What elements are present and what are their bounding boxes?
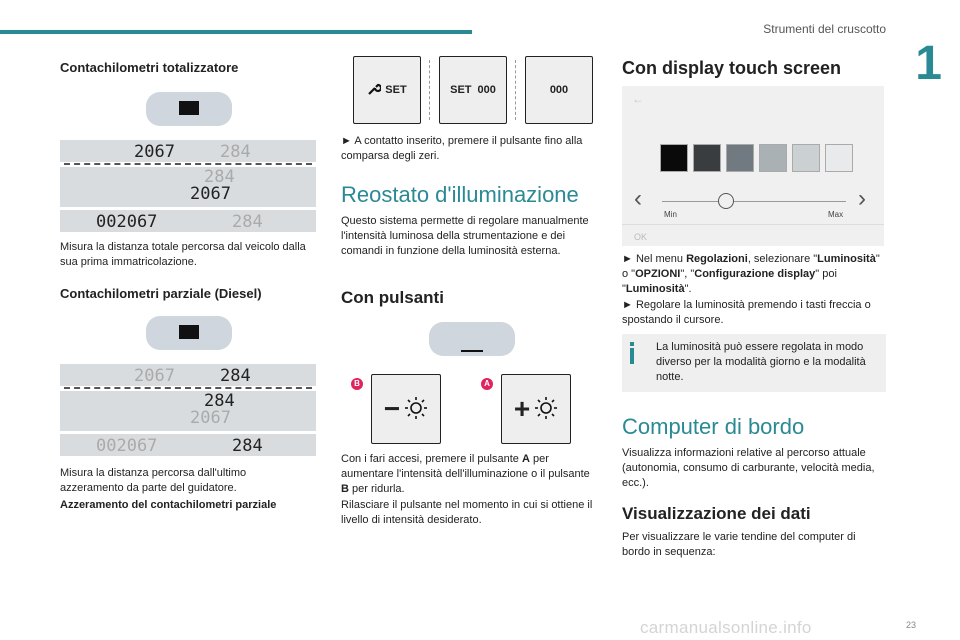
- touch-screen-illustration: ← ‹ › Min Max OK: [622, 86, 884, 246]
- trip-meter-description: Misura la distanza percorsa dall'ultimo …: [60, 467, 247, 494]
- info-icon-dot: [630, 342, 634, 346]
- odo-strip2-total: 2067: [190, 184, 231, 204]
- odo-strip1-total: 2067: [134, 142, 175, 162]
- trip-strip2-trip: 284: [204, 391, 235, 411]
- bright-button-a-icon: +: [501, 374, 571, 444]
- reset-instruction: ► A contatto inserito, premere il pulsan…: [341, 135, 583, 162]
- set-label: SET: [385, 84, 407, 96]
- section-title: Strumenti del cruscotto: [763, 22, 886, 36]
- info-icon: [630, 348, 634, 364]
- chevron-left-icon: ‹: [634, 185, 642, 212]
- data-display-description: Per visualizzare le varie tendine del co…: [622, 531, 856, 558]
- divider: [622, 224, 884, 225]
- header-accent-bar: [0, 30, 472, 34]
- rheostat-title: Reostato d'illuminazione: [341, 182, 579, 207]
- separator: [515, 60, 517, 120]
- brightness-swatch: [792, 144, 820, 172]
- separator: [429, 60, 431, 120]
- odo-strip-3: [60, 210, 316, 232]
- minus-icon: −: [383, 393, 401, 424]
- trip-strip2-total: 2067: [190, 408, 231, 428]
- chapter-number: 1: [915, 37, 942, 90]
- info-box: La luminosità può essere regolata in mod…: [622, 334, 886, 392]
- slider-max-label: Max: [828, 210, 844, 219]
- trip-meter-title: Contachilometri parziale (Diesel): [60, 286, 262, 301]
- set-000-button-icon: SET 000: [439, 56, 507, 124]
- arrow-instruction: ► Regolare la luminosità premendo i tast…: [622, 299, 871, 326]
- brightness-swatch: [726, 144, 754, 172]
- odometer-display: 2067 284 284 2067 002067 284: [60, 140, 316, 232]
- odo-strip-1: [60, 140, 316, 162]
- dash-divider: [64, 163, 312, 165]
- odo-strip1-trip: 284: [220, 142, 251, 162]
- wrench-icon: [367, 82, 383, 99]
- trip-computer-description: Visualizza informazioni relative al perc…: [622, 447, 875, 489]
- dash-divider: [64, 387, 312, 389]
- cluster-button-marker: [461, 350, 483, 352]
- instrument-cluster-icon: [146, 92, 232, 126]
- 000-display-icon: 000: [525, 56, 593, 124]
- data-display-title: Visualizzazione dei dati: [622, 504, 811, 523]
- brightness-swatch: [693, 144, 721, 172]
- watermark: carmanualsonline.info: [640, 618, 812, 637]
- badge-b: B: [351, 378, 363, 390]
- info-text: La luminosità può essere regolata in mod…: [656, 341, 866, 383]
- buttons-description: Con i fari accesi, premere il pulsante A…: [341, 453, 590, 495]
- brightness-icon: [534, 396, 558, 423]
- plus-icon: +: [513, 393, 531, 424]
- odo-strip3-total: 002067: [96, 212, 158, 232]
- set-label: SET: [450, 84, 472, 96]
- trip-strip3-total: 002067: [96, 436, 158, 456]
- trip-strip-3: [60, 434, 316, 456]
- brightness-swatch: [825, 144, 853, 172]
- odo-strip-2: [60, 167, 316, 207]
- dim-button-b-icon: −: [371, 374, 441, 444]
- menu-instruction: ► Nel menu Regolazioni, selezionare "Lum…: [622, 253, 880, 295]
- odometer-description: Misura la distanza totale percorsa dal v…: [60, 241, 306, 268]
- brightness-swatch: [759, 144, 787, 172]
- set-wrench-button-icon: SET: [353, 56, 421, 124]
- trip-strip-1: [60, 364, 316, 386]
- trip-computer-title: Computer di bordo: [622, 414, 805, 439]
- page-number: 23: [905, 620, 916, 630]
- instrument-cluster-icon: [146, 316, 232, 350]
- odo-strip3-trip: 284: [232, 212, 263, 232]
- odometer-title: Contachilometri totalizzatore: [60, 60, 239, 75]
- trip-strip3-trip: 284: [232, 436, 263, 456]
- chevron-right-icon: ›: [858, 185, 866, 212]
- trip-reset-title: Azzeramento del contachilometri parziale: [60, 499, 277, 511]
- trip-strip1-trip: 284: [220, 366, 251, 386]
- back-arrow-icon: ←: [632, 92, 644, 106]
- buttons-title: Con pulsanti: [341, 288, 444, 307]
- trip-meter-display: 2067 284 284 2067 002067 284: [60, 364, 316, 456]
- brightness-icon: [404, 396, 428, 423]
- slider-track: [662, 201, 846, 202]
- cluster-screen: [179, 101, 199, 115]
- buttons-release-description: Rilasciare il pulsante nel momento in cu…: [341, 499, 593, 526]
- rheostat-description: Questo sistema permette di regolare manu…: [341, 215, 589, 257]
- ok-label: OK: [634, 232, 648, 242]
- trip-strip1-total: 2067: [134, 366, 175, 386]
- slider-thumb: [718, 193, 734, 209]
- trip-strip-2: [60, 391, 316, 431]
- zeros-label: 000: [477, 84, 496, 96]
- badge-a: A: [481, 378, 493, 390]
- odo-strip2-trip: 284: [204, 167, 235, 187]
- brightness-swatch: [660, 144, 688, 172]
- zeros-label: 000: [549, 84, 569, 96]
- instrument-cluster-icon: [429, 322, 515, 356]
- touch-screen-title: Con display touch screen: [622, 58, 842, 78]
- slider-min-label: Min: [664, 210, 677, 219]
- cluster-screen: [179, 325, 199, 339]
